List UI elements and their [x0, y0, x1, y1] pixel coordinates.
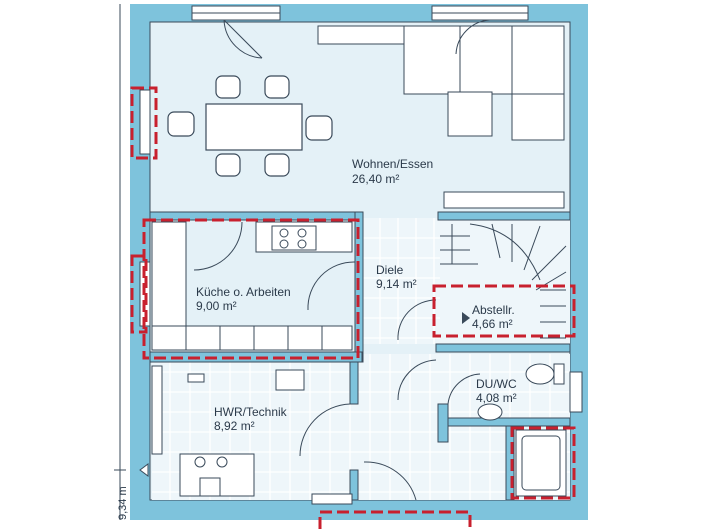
sofa — [317, 25, 565, 209]
room-kueche-area: 9,00 m² — [196, 299, 237, 313]
dimension-arrow-icon — [139, 463, 149, 477]
room-wohnen-name: Wohnen/Essen — [352, 157, 433, 171]
kitchen-counter — [151, 221, 353, 351]
room-hwr-name: HWR/Technik — [214, 405, 288, 419]
tile-lines — [152, 218, 570, 500]
staircase — [440, 223, 567, 339]
bathroom-fixtures — [477, 363, 567, 497]
room-diele-area: 9,14 m² — [376, 277, 417, 291]
room-abstell-area: 4,66 m² — [472, 317, 513, 331]
room-diele-name: Diele — [376, 263, 404, 277]
red-dashed-outlines — [130, 86, 576, 530]
dimension-line — [114, 4, 126, 520]
room-duwc-area: 4,08 m² — [476, 391, 517, 405]
room-abstell-name: Abstellr. — [472, 303, 515, 317]
dining-set — [167, 75, 333, 177]
stair-arrow-icon — [462, 312, 470, 324]
room-hwr-area: 8,92 m² — [214, 419, 255, 433]
room-duwc-name: DU/WC — [476, 377, 517, 391]
hwr-appliances — [151, 365, 305, 497]
room-wohnen-area: 26,40 m² — [352, 172, 399, 186]
dimension-label: 9,34 m — [117, 486, 129, 520]
windows — [139, 5, 583, 505]
room-kueche-name: Küche o. Arbeiten — [196, 285, 291, 299]
door-swings — [193, 19, 491, 501]
